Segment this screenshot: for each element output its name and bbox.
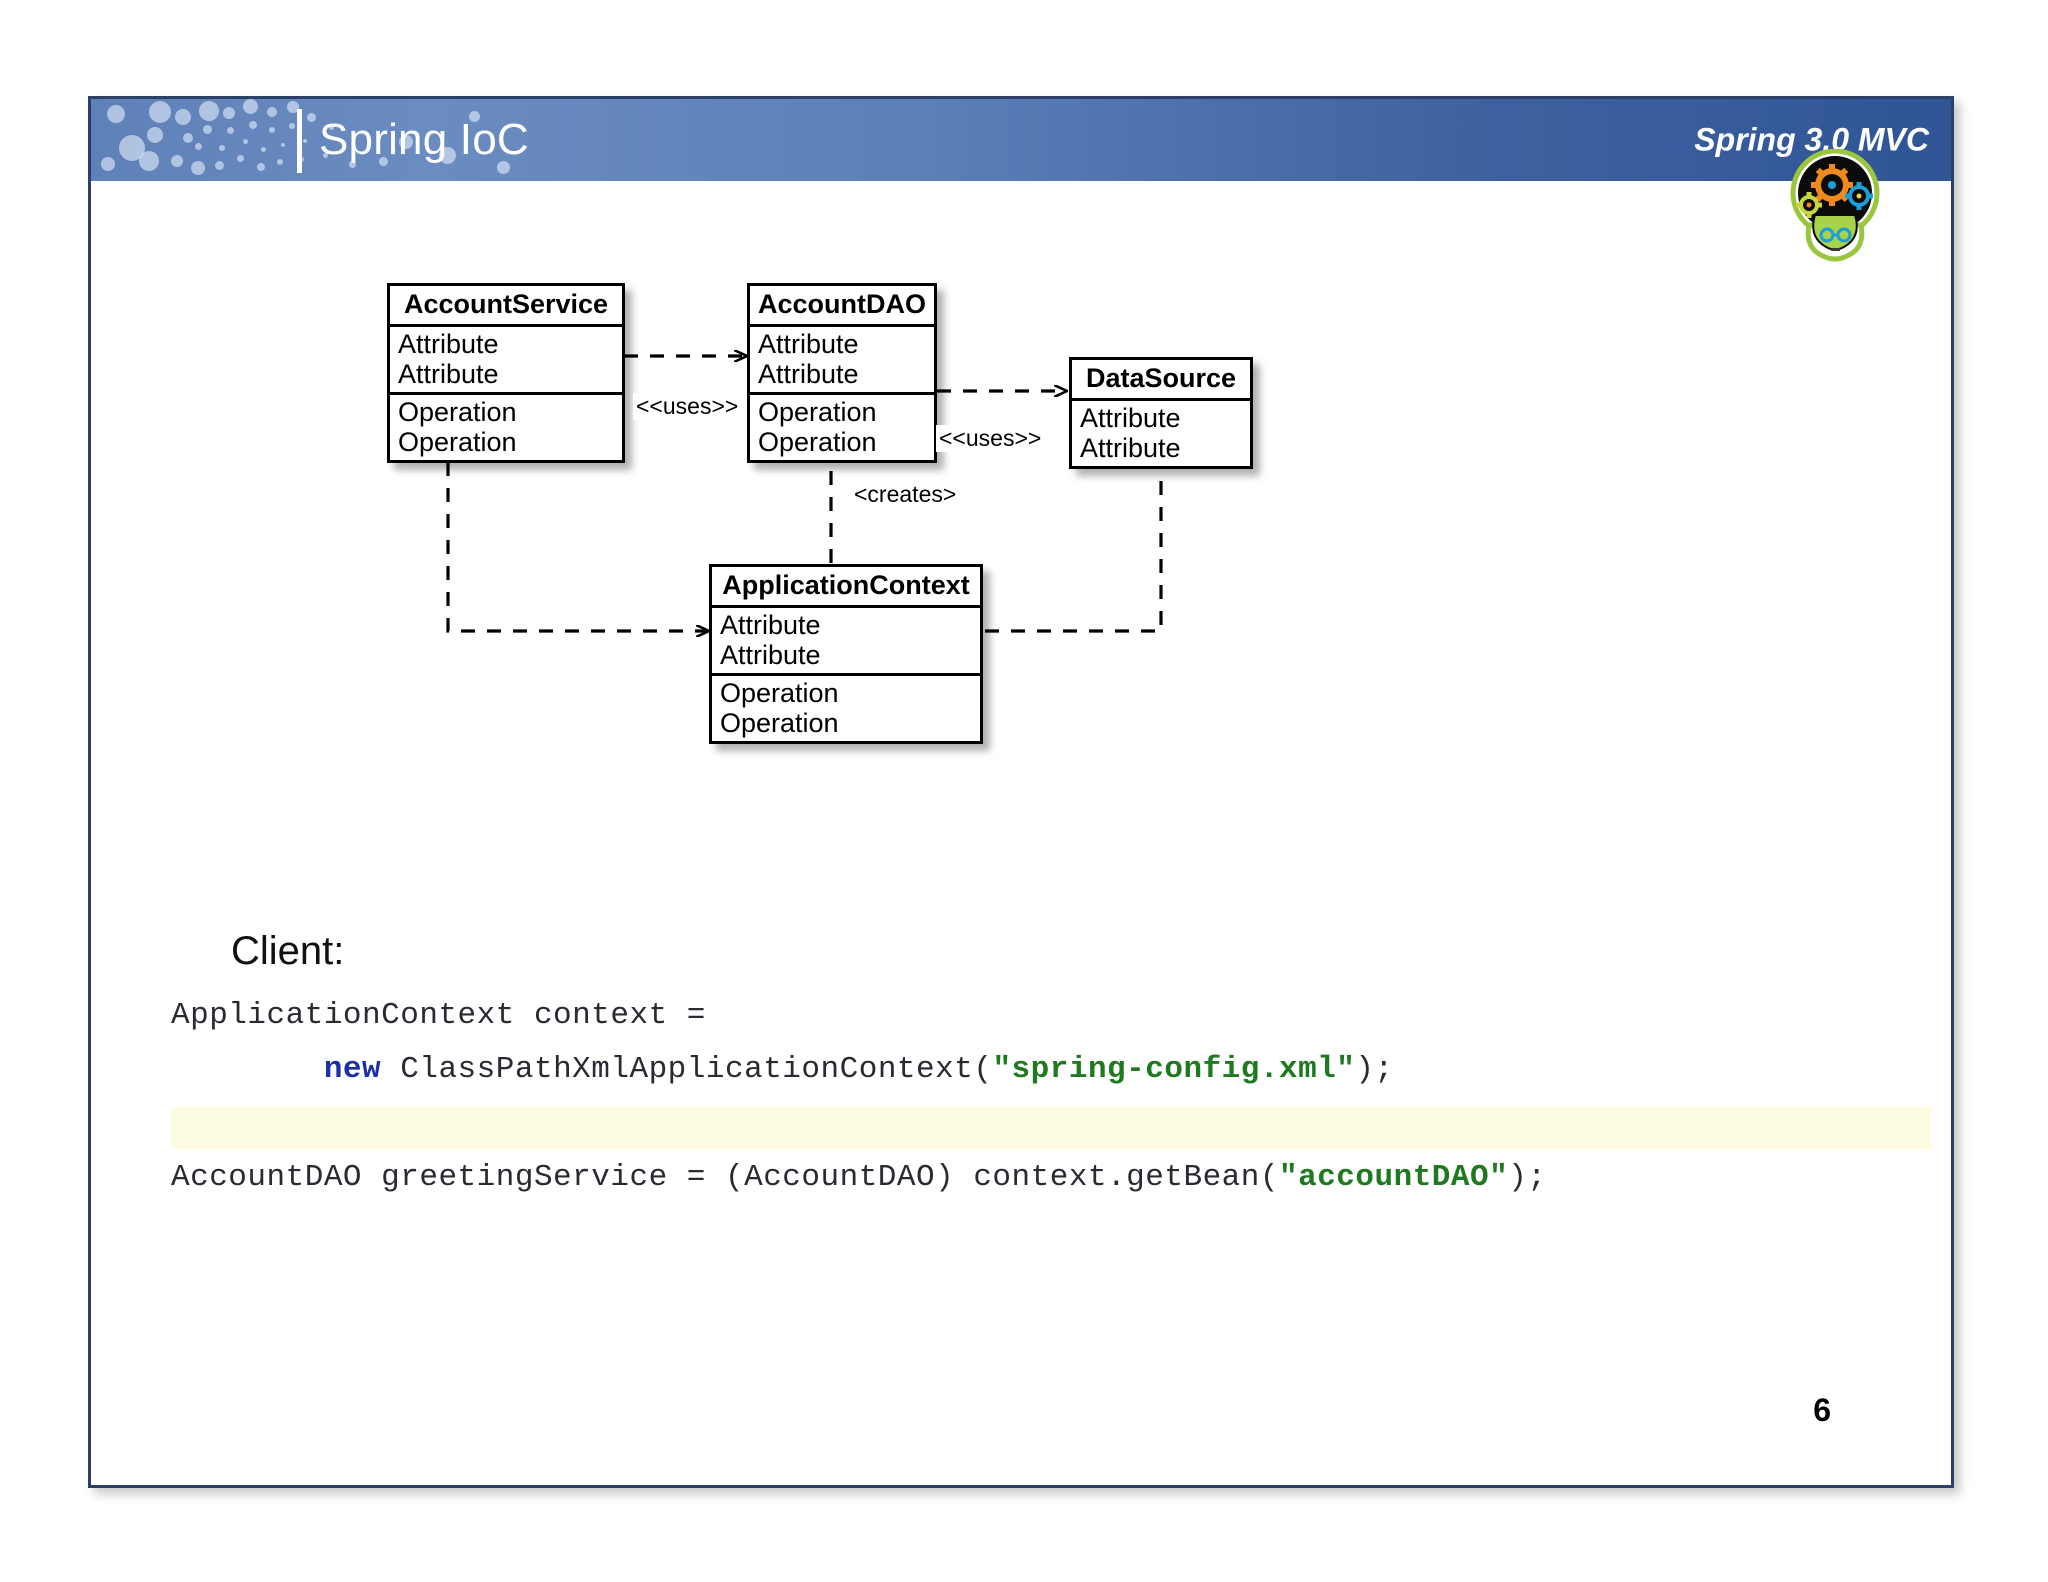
code-string-account-dao: "accountDAO" <box>1278 1160 1509 1195</box>
uml-class-title: AccountDAO <box>750 286 934 327</box>
gear-head-logo <box>1779 148 1891 265</box>
uml-attribute-row: Attribute <box>720 640 821 671</box>
code-line-3-end: ); <box>1508 1160 1547 1195</box>
uml-class-title: AccountService <box>390 286 622 327</box>
edge-label-uses-dao-datasource: <<uses>> <box>936 425 1045 452</box>
code-line-2-indent <box>171 1052 324 1087</box>
uml-operation-row: Operation <box>720 678 839 709</box>
uml-class-account-dao[interactable]: AccountDAO Attribute Attribute Operation… <box>747 283 937 464</box>
edge-label-uses-service-dao: <<uses>> <box>633 393 742 420</box>
uml-class-account-service[interactable]: AccountService Attribute Attribute Opera… <box>387 283 625 464</box>
slide-header: Spring IoC Spring 3.0 MVC <box>91 99 1951 181</box>
uml-class-data-source[interactable]: DataSource Attribute Attribute <box>1069 357 1253 470</box>
uml-operation-row: Operation <box>398 427 517 458</box>
code-line-1: ApplicationContext context = <box>171 998 706 1033</box>
uml-operation-row: Operation <box>758 427 877 458</box>
code-text: ApplicationContext context = new ClassPa… <box>171 989 1931 1205</box>
code-highlight-band <box>171 1107 1931 1149</box>
header-subtitle: Spring 3.0 MVC <box>1694 121 1929 158</box>
uml-attributes-section: Attribute Attribute <box>712 608 980 673</box>
code-string-spring-config: "spring-config.xml" <box>992 1052 1356 1087</box>
uml-attribute-row: Attribute <box>720 610 821 640</box>
uml-operation-row: Operation <box>398 397 517 428</box>
uml-attribute-row: Attribute <box>398 329 499 359</box>
uml-attribute-row: Attribute <box>398 359 499 390</box>
client-label: Client: <box>231 929 345 973</box>
uml-attributes-section: Attribute Attribute <box>390 327 622 392</box>
uml-operations-section: Operation Operation <box>390 392 622 460</box>
uml-attribute-row: Attribute <box>758 359 859 390</box>
header-decorative-dots <box>91 99 571 181</box>
uml-attribute-row: Attribute <box>758 329 859 359</box>
diagram-connectors <box>446 181 1957 861</box>
uml-class-diagram: AccountService Attribute Attribute Opera… <box>91 181 1957 861</box>
code-line-2-mid: ClassPathXmlApplicationContext( <box>381 1052 993 1087</box>
uml-attribute-row: Attribute <box>1080 403 1181 433</box>
header-divider <box>297 109 302 173</box>
uml-attributes-section: Attribute Attribute <box>1072 401 1250 466</box>
uml-attributes-section: Attribute Attribute <box>750 327 934 392</box>
uml-operations-section: Operation Operation <box>750 392 934 460</box>
code-line-3-pre: AccountDAO greetingService = (AccountDAO… <box>171 1160 1279 1195</box>
edge-label-creates-context-dao: <creates> <box>851 481 960 508</box>
uml-attribute-row: Attribute <box>1080 433 1181 464</box>
client-code-block: ApplicationContext context = new ClassPa… <box>171 989 1931 1205</box>
uml-operations-section: Operation Operation <box>712 673 980 741</box>
uml-class-title: ApplicationContext <box>712 567 980 608</box>
code-line-2-end: ); <box>1355 1052 1394 1087</box>
page-title: Spring IoC <box>319 115 529 164</box>
uml-class-title: DataSource <box>1072 360 1250 401</box>
slide-frame: Spring IoC Spring 3.0 MVC <box>88 96 1954 1488</box>
uml-class-application-context[interactable]: ApplicationContext Attribute Attribute O… <box>709 564 983 745</box>
page-number: 6 <box>1813 1392 1831 1428</box>
code-keyword-new: new <box>323 1052 382 1087</box>
uml-operation-row: Operation <box>720 708 839 739</box>
uml-operation-row: Operation <box>758 397 877 428</box>
